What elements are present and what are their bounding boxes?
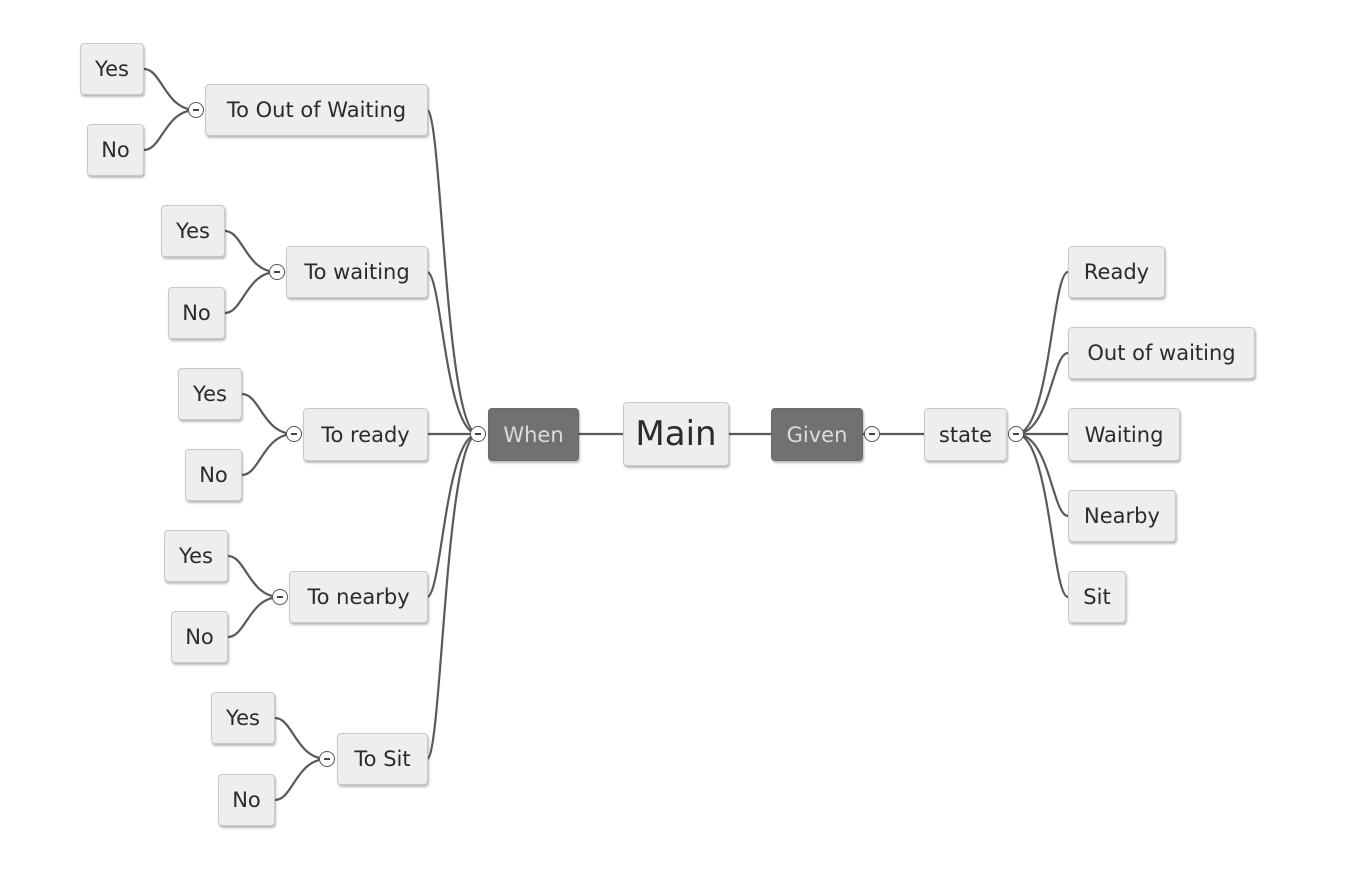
- node-no[interactable]: No: [168, 287, 225, 339]
- collapse-toggle-icon[interactable]: [864, 426, 880, 442]
- connector: [143, 108, 197, 152]
- node-yes[interactable]: Yes: [161, 205, 225, 257]
- connector: [1015, 351, 1069, 436]
- collapse-toggle-icon[interactable]: [269, 264, 285, 280]
- connector: [227, 554, 281, 599]
- node-state-waiting[interactable]: Waiting: [1068, 408, 1180, 461]
- node-no[interactable]: No: [171, 611, 228, 663]
- node-no[interactable]: No: [185, 449, 242, 501]
- connector: [425, 432, 479, 761]
- node-to-sit[interactable]: To Sit: [337, 733, 428, 785]
- node-yes[interactable]: Yes: [178, 368, 242, 420]
- node-no[interactable]: No: [218, 774, 275, 826]
- connector: [426, 432, 479, 599]
- node-to-out-of-waiting[interactable]: To Out of Waiting: [205, 84, 428, 136]
- connector: [143, 67, 197, 112]
- node-state[interactable]: state: [924, 408, 1007, 461]
- connector: [224, 270, 278, 315]
- connector: [241, 392, 295, 436]
- node-state-ready[interactable]: Ready: [1068, 246, 1165, 298]
- node-yes[interactable]: Yes: [211, 692, 275, 744]
- connector: [227, 595, 281, 639]
- connector: [1015, 432, 1069, 599]
- connector: [426, 270, 479, 436]
- node-to-waiting[interactable]: To waiting: [286, 246, 428, 298]
- node-to-nearby[interactable]: To nearby: [289, 571, 428, 623]
- connector: [274, 757, 328, 802]
- node-state-nearby[interactable]: Nearby: [1068, 490, 1176, 542]
- connector: [425, 108, 479, 436]
- connector: [1015, 432, 1069, 518]
- node-when[interactable]: When: [488, 408, 579, 461]
- connector: [224, 229, 278, 274]
- collapse-toggle-icon[interactable]: [286, 426, 302, 442]
- node-given[interactable]: Given: [771, 408, 863, 461]
- node-state-out-of-waiting[interactable]: Out of waiting: [1068, 327, 1255, 379]
- node-yes[interactable]: Yes: [80, 43, 144, 95]
- connector: [274, 716, 328, 761]
- node-yes[interactable]: Yes: [164, 530, 228, 582]
- connector: [241, 432, 295, 477]
- root-node-main[interactable]: Main: [623, 402, 729, 466]
- collapse-toggle-icon[interactable]: [470, 426, 486, 442]
- collapse-toggle-icon[interactable]: [319, 751, 335, 767]
- node-state-sit[interactable]: Sit: [1068, 571, 1126, 623]
- collapse-toggle-icon[interactable]: [188, 102, 204, 118]
- collapse-toggle-icon[interactable]: [272, 589, 288, 605]
- node-no[interactable]: No: [87, 124, 144, 176]
- connector: [1015, 270, 1069, 436]
- collapse-toggle-icon[interactable]: [1008, 426, 1024, 442]
- node-to-ready[interactable]: To ready: [303, 408, 428, 461]
